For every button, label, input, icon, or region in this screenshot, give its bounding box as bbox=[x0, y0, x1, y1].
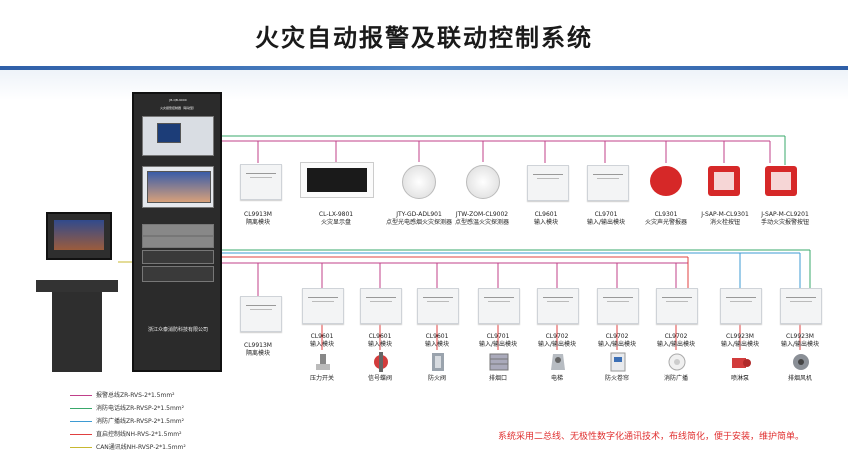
top-drops bbox=[257, 141, 771, 163]
hydrant-button-icon bbox=[708, 166, 740, 196]
cabinet-subtitle: 火灾报警控制器（联动型） bbox=[159, 106, 196, 110]
heat-detector-icon bbox=[466, 165, 500, 199]
equipment-label-8: 喷淋泵 bbox=[730, 375, 749, 382]
sprinkler-pump-icon bbox=[730, 352, 752, 372]
bottom-module-7 bbox=[656, 288, 698, 324]
bottom-isolator-module bbox=[240, 296, 282, 332]
bottom-module-6 bbox=[597, 288, 639, 324]
controller-panel bbox=[142, 116, 214, 156]
workstation-monitor bbox=[46, 212, 112, 260]
legend-item-4: 直启控制线NH-RVS-2*1.5mm² bbox=[70, 429, 270, 439]
equipment-label-5: 电梯 bbox=[550, 375, 563, 382]
equipment-label-1: 压力开关 bbox=[309, 375, 334, 382]
equipment-label-2: 信号蝶阀 bbox=[367, 375, 392, 382]
smoke-fan-icon bbox=[790, 352, 812, 372]
fire-shutter-icon bbox=[607, 352, 629, 372]
equipment-label-7: 消防广播 bbox=[663, 375, 688, 382]
top-input-module bbox=[527, 165, 569, 201]
linkage-panel-2 bbox=[142, 236, 214, 248]
equipment-label-3: 防火阀 bbox=[427, 375, 446, 382]
smoke-vent-icon bbox=[488, 352, 510, 372]
cabinet-model: JB-QB-9000 bbox=[169, 98, 187, 102]
equipment-label-4: 排烟口 bbox=[488, 375, 507, 382]
phone-unit bbox=[142, 266, 214, 282]
workstation-desk bbox=[36, 280, 118, 292]
title-divider bbox=[0, 66, 848, 70]
legend-item-5: CAN通讯线NH-RVSP-2*1.5mm² bbox=[70, 442, 270, 452]
broadcast-unit bbox=[142, 250, 214, 264]
bottom-module-9 bbox=[780, 288, 822, 324]
controller-screen bbox=[157, 123, 181, 143]
linkage-panel-1 bbox=[142, 224, 214, 236]
graphic-display-screen bbox=[147, 171, 211, 203]
smoke-detector-icon bbox=[402, 165, 436, 199]
elevator-icon bbox=[547, 352, 569, 372]
equipment-label-6: 防火卷帘 bbox=[604, 375, 629, 382]
bottom-module-1 bbox=[302, 288, 344, 324]
bottom-module-4 bbox=[478, 288, 520, 324]
bottom-module-8 bbox=[720, 288, 762, 324]
bottom-module-2 bbox=[360, 288, 402, 324]
system-note: 系统采用二总线、无极性数字化通讯技术，布线简化，便于安装，维护简单。 bbox=[498, 432, 805, 442]
manual-call-point-icon bbox=[765, 166, 797, 196]
legend-item-1: 报警总线ZR-RVS-2*1.5mm² bbox=[70, 390, 270, 400]
bottom-drops bbox=[257, 263, 677, 296]
legend-item-2: 消防电话线ZR-RVSP-2*1.5mm² bbox=[70, 403, 270, 413]
graphic-workstation bbox=[36, 212, 118, 372]
equipment-links bbox=[321, 320, 801, 350]
bottom-module-5 bbox=[537, 288, 579, 324]
signal-valve-icon bbox=[370, 352, 392, 372]
equipment-label-9: 排烟风机 bbox=[787, 375, 812, 382]
top-isolator-module bbox=[240, 164, 282, 200]
pressure-switch-icon bbox=[312, 352, 334, 372]
workstation-base bbox=[52, 292, 102, 372]
cabinet-maker: 浙江众泰消防科技有限公司 bbox=[147, 327, 208, 333]
fire-alarm-controller-cabinet: JB-QB-9000 火灾报警控制器（联动型） 浙江众泰消防科技有限公司 bbox=[132, 92, 222, 372]
fire-display-panel bbox=[300, 162, 374, 198]
top-io-module bbox=[587, 165, 629, 201]
alarm-sounder-icon bbox=[650, 166, 682, 196]
graphic-display bbox=[142, 166, 214, 208]
legend-item-3: 消防广播线ZR-RVSP-2*1.5mm² bbox=[70, 416, 270, 426]
workstation-screen bbox=[54, 220, 104, 250]
page-title: 火灾自动报警及联动控制系统 bbox=[255, 24, 593, 52]
bottom-module-3 bbox=[417, 288, 459, 324]
fire-damper-icon bbox=[427, 352, 449, 372]
speaker-icon bbox=[666, 352, 688, 372]
